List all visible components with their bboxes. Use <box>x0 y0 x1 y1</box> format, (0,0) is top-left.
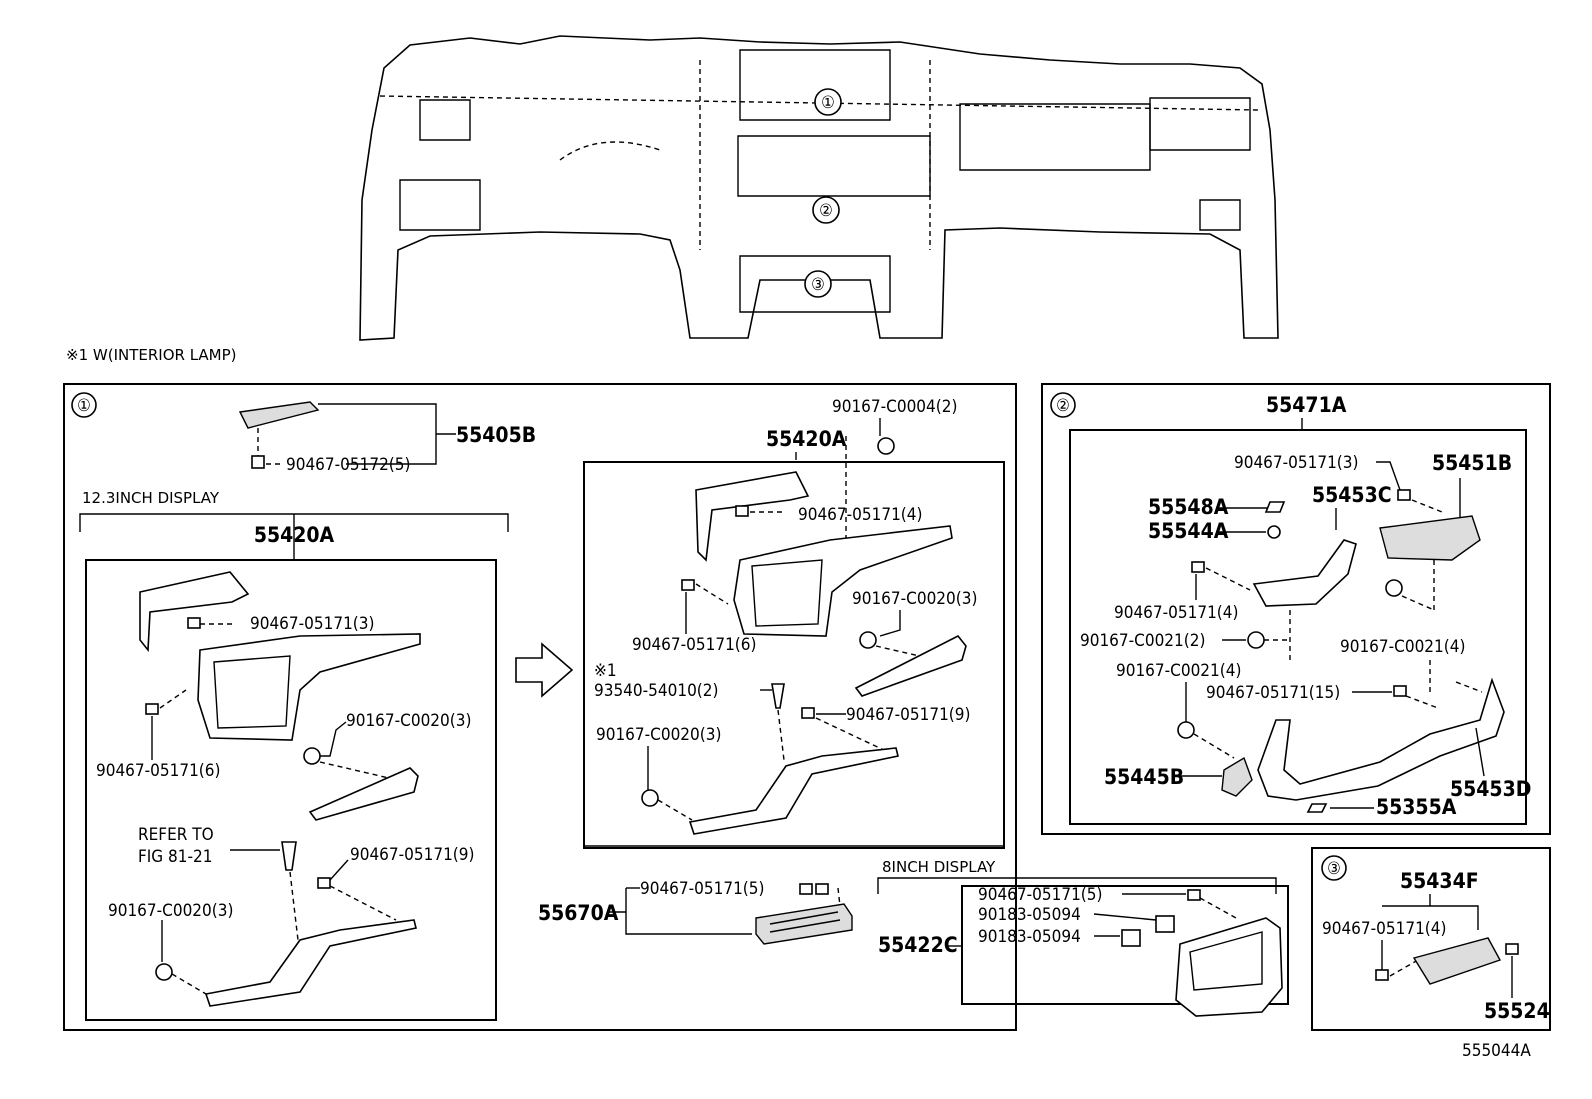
clip-low-123-label: 90467-05171(9) <box>350 845 474 865</box>
screw-4l-label: 90167-C0021(4) <box>1116 661 1241 681</box>
part-55453D-label: 55453D <box>1450 777 1531 801</box>
part-55434F-label: 55434F <box>1400 869 1479 893</box>
overview-marker-1: ① <box>821 93 835 113</box>
upper-panel-alt <box>695 471 810 562</box>
refer-fig-label: FIG 81-21 <box>138 847 212 867</box>
part-55453C-label: 55453C <box>1312 483 1392 507</box>
display-123-frame <box>85 559 497 1021</box>
part-55471A-label: 55471A <box>1266 393 1347 417</box>
clip-90467-05172-label: 90467-05172(5) <box>286 455 410 475</box>
panel-1-marker: ① <box>77 396 91 416</box>
part-55445B-shape <box>1221 756 1253 797</box>
part-55434F-shape <box>1412 937 1502 985</box>
trim-strip-alt <box>854 634 967 697</box>
clip-vent-label: 90467-05171(5) <box>640 879 764 899</box>
panel-3-marker: ③ <box>1327 859 1341 879</box>
clip-left-alt-label: 90467-05171(6) <box>632 635 756 655</box>
screw-mid-alt-label: 90167-C0020(3) <box>852 589 977 609</box>
part-55544A-label: 55544A <box>1148 519 1229 543</box>
overview-marker-3: ③ <box>811 275 825 295</box>
display-8-bezel <box>1175 917 1283 1017</box>
lower-panel-alt <box>688 747 899 835</box>
part-55453C-shape <box>1252 539 1357 607</box>
note-alt-label: ※1 <box>594 661 617 681</box>
display-8-clip-label: 90467-05171(5) <box>978 885 1102 905</box>
part-55422C-label: 55422C <box>878 933 958 957</box>
screw-top-alt-label: 90167-C0004(2) <box>832 397 957 417</box>
clip-p3-label: 90467-05171(4) <box>1322 919 1446 939</box>
part-55548A-label: 55548A <box>1148 495 1229 519</box>
instrument-cluster-alt <box>733 525 953 637</box>
part-55405B-shape <box>238 401 320 429</box>
panel-1-frame <box>63 383 1017 1031</box>
panel-2-marker: ② <box>1056 396 1070 416</box>
figure-id: 555044A <box>1462 1041 1531 1061</box>
display-8-frame <box>961 885 1289 1005</box>
clip-low-alt-label: 90467-05171(9) <box>846 705 970 725</box>
part-55524-label: 55524 <box>1484 999 1550 1023</box>
part-55445B-label: 55445B <box>1104 765 1184 789</box>
upper-panel-123 <box>139 571 250 653</box>
part-55420A-label-left: 55420A <box>254 523 335 547</box>
part-55420A-label-right: 55420A <box>766 427 847 451</box>
interior-lamp-note: ※1 W(INTERIOR LAMP) <box>66 346 237 364</box>
display-123-caption: 12.3INCH DISPLAY <box>82 489 220 507</box>
instrument-cluster-123 <box>197 633 421 741</box>
clip-top-123-label: 90467-05171(3) <box>250 614 374 634</box>
part-55451B-label: 55451B <box>1432 451 1512 475</box>
clip-top-alt-label: 90467-05171(4) <box>798 505 922 525</box>
screw-2-label: 90167-C0021(2) <box>1080 631 1205 651</box>
dashboard-overview: ① ② ③ <box>359 35 1279 341</box>
screw-4r-label: 90167-C0021(4) <box>1340 637 1465 657</box>
panel-3-frame <box>1311 847 1551 1031</box>
clip-left-123-label: 90467-05171(6) <box>96 761 220 781</box>
overview-marker-2: ② <box>819 201 833 221</box>
screw-low-123-label: 90167-C0020(3) <box>108 901 233 921</box>
part-55405B-label: 55405B <box>456 423 536 447</box>
refer-to-label: REFER TO <box>138 825 214 845</box>
part-55670A-label: 55670A <box>538 901 619 925</box>
lower-panel-123 <box>204 919 417 1007</box>
display-8-bolt2-label: 90183-05094 <box>978 927 1081 947</box>
clip-4-p2-label: 90467-05171(4) <box>1114 603 1238 623</box>
part-55453D-shape <box>1257 677 1505 801</box>
part-55355A-label: 55355A <box>1376 795 1457 819</box>
display-8-caption: 8INCH DISPLAY <box>882 858 996 876</box>
trim-strip-123 <box>308 767 419 821</box>
display-alt-frame <box>583 461 1005 849</box>
clip-top-p2-label: 90467-05171(3) <box>1234 453 1358 473</box>
panel-2-inner-frame <box>1069 429 1527 825</box>
panel-2-frame <box>1041 383 1551 835</box>
display-8-bolt1-label: 90183-05094 <box>978 905 1081 925</box>
part-55451B-shape <box>1379 515 1481 561</box>
arrow-right <box>515 642 574 698</box>
screw-mid-123-label: 90167-C0020(3) <box>346 711 471 731</box>
clip-15-label: 90467-05171(15) <box>1206 683 1340 703</box>
bolt-alt-label: 93540-54010(2) <box>594 681 718 701</box>
screw-low-alt-label: 90167-C0020(3) <box>596 725 721 745</box>
